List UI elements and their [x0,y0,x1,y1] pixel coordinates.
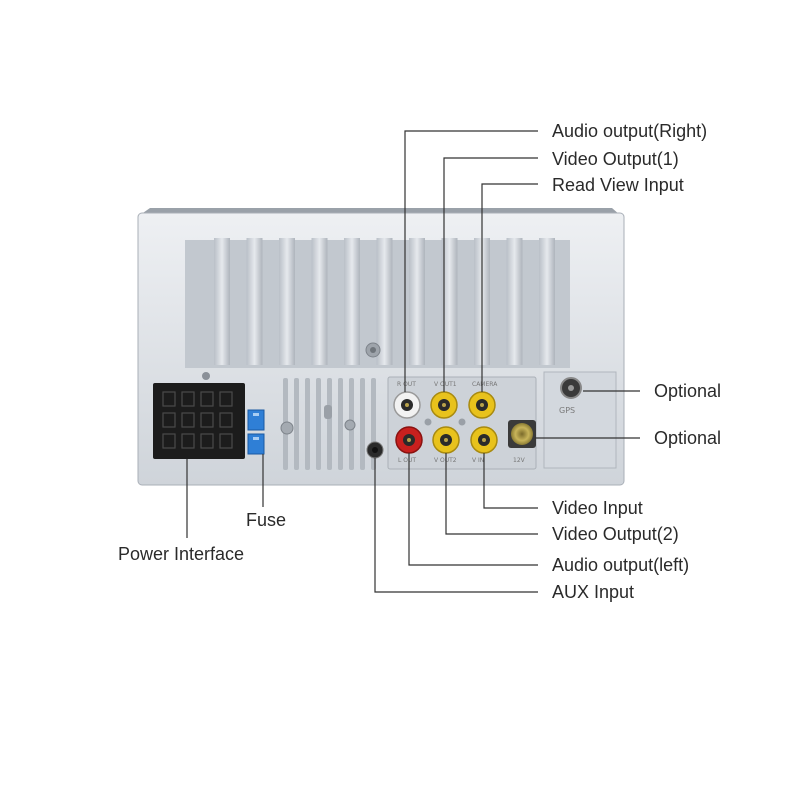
rca-tiny-text-3: CAMERA [472,381,498,388]
connector-pin [219,433,233,449]
label-read-view-input: Read View Input [552,175,684,195]
connector-pin [162,391,176,407]
fuse-upper [247,409,265,431]
fuse-lower-mark [253,437,259,440]
connector-pin [181,391,195,407]
mount-slot [324,405,332,419]
rca-panel-screw-left [424,418,432,426]
leader-read-view-input [481,183,538,392]
label-fuse: Fuse [246,510,287,530]
connector-pin [181,412,195,428]
heatsink-fins [214,238,555,365]
label-aux-input: AUX Input [552,582,635,602]
optional-port-connector [511,423,533,445]
rca-tiny-text-4: L OUT [398,457,416,464]
leader-video-output-1 [443,157,538,392]
rca-tiny-text-5: V OUT2 [434,457,457,464]
vent-slot [305,378,310,470]
leader-video-output-2 [445,453,538,535]
rca-tiny-text-6: V IN [472,457,484,464]
rca-jack-audio-right [393,391,421,419]
heatsink-fin [344,238,360,365]
label-optional-port: Optional [654,428,722,448]
gps-antenna-pin [568,385,574,391]
aux-jack-hole [372,447,378,453]
fuse-lower [247,433,265,455]
power-connector-pins [162,391,233,449]
leader-lines [186,130,640,593]
rca-jack-audio-left [395,426,423,454]
side-screw-mid [344,419,356,431]
heatsink-fin [246,238,263,365]
vent-slot [360,378,365,470]
rca-jack-video-output-2 [432,426,460,454]
label-video-output-2: Video Output(2) [552,524,679,544]
vent-slots [283,378,376,470]
leader-video-input [483,453,538,509]
heatsink-fin [409,238,425,365]
chassis-screw-center [370,347,376,353]
connector-pin [200,433,214,449]
leader-audio-output-left [408,453,538,566]
connector-pin [162,433,176,449]
label-video-output-1: Video Output(1) [552,149,679,169]
label-audio-output-left: Audio output(left) [552,555,690,575]
side-screw-left [280,421,294,435]
vent-slot [327,378,332,470]
power-connector [153,383,245,459]
heatsink-fin [506,238,523,365]
heatsink-fin [279,238,295,365]
connector-pin [219,391,233,407]
rca-tiny-text-2: V OUT1 [434,381,457,388]
heatsink-fin [214,238,230,365]
optional-port-text: 12V [513,457,526,464]
heatsink-fin [539,238,555,365]
vent-slot [316,378,321,470]
leader-aux-input [374,458,538,593]
connector-pin [219,412,233,428]
label-power-interface: Power Interface [118,544,245,564]
rca-tiny-text-1: R OUT [397,381,416,388]
rca-jack-video-input [470,426,498,454]
rca-jack-video-output-1 [430,391,458,419]
fuse-upper-mark [253,413,259,416]
connector-pin [200,412,214,428]
connector-pin [181,433,195,449]
connector-pin [162,412,176,428]
gps-label: GPS [559,406,575,415]
label-video-input: Video Input [552,498,643,518]
heatsink-fin [376,238,393,365]
heatsink-fin [311,238,328,365]
label-audio-output-right: Audio output(Right) [552,121,708,141]
rca-jack-read-view-input [468,391,496,419]
leader-audio-output-right [404,130,538,392]
vent-slot [294,378,299,470]
connector-screw [202,372,210,380]
vent-slot [338,378,343,470]
gps-area [543,371,617,469]
connector-pin [200,391,214,407]
label-optional-gps: Optional [654,381,722,401]
heatsink-fin [441,238,458,365]
rca-panel-screw-right [458,418,466,426]
